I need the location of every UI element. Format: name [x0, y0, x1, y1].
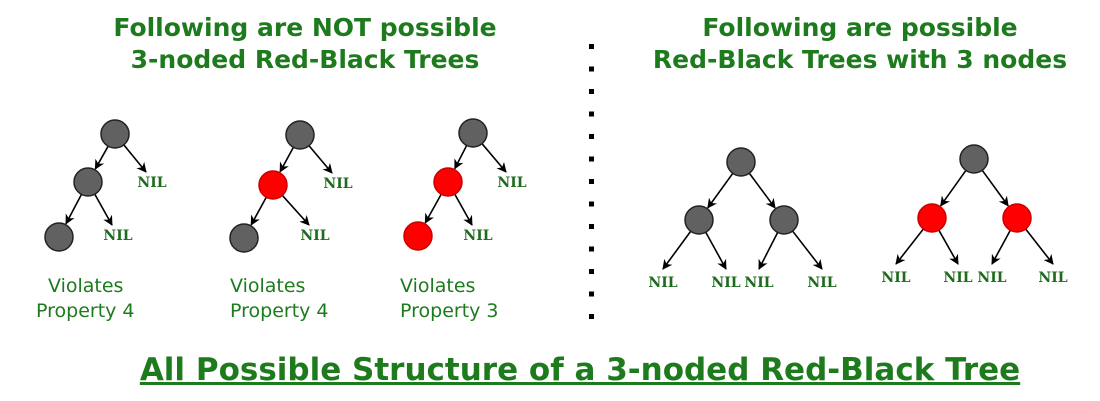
caption-line2: Property 3	[400, 300, 499, 322]
black-node	[684, 205, 714, 235]
black-node	[44, 222, 74, 252]
edge-arrow	[707, 172, 734, 209]
nil-leaf: NIL	[1038, 270, 1067, 286]
red-node	[917, 203, 947, 233]
black-node	[73, 167, 103, 197]
tree-1-caption: Violates Property 4	[36, 274, 135, 324]
invalid-trees-heading: Following are NOT possible 3-noded Red-B…	[60, 12, 550, 76]
edge-arrow	[279, 146, 295, 173]
nil-leaf: NIL	[463, 228, 492, 244]
separator-dot	[589, 179, 594, 184]
edge-arrow	[895, 228, 925, 265]
edge-arrow	[1024, 228, 1054, 265]
nil-leaf: NIL	[977, 270, 1006, 286]
red-node	[403, 221, 433, 251]
edge-arrow	[705, 231, 727, 270]
edge-arrow	[454, 145, 468, 170]
heading-line2: 3-noded Red-Black Trees	[130, 45, 480, 74]
edge-arrow	[123, 144, 147, 173]
nil-leaf: NIL	[323, 176, 352, 192]
edge-arrow	[940, 169, 967, 207]
black-node	[726, 147, 756, 177]
edge-arrow	[94, 193, 113, 226]
edge-arrow	[281, 194, 310, 226]
edge-arrow	[65, 194, 83, 225]
heading-line2: Red-Black Trees with 3 nodes	[652, 45, 1068, 74]
nil-leaf: NIL	[300, 228, 329, 244]
nil-leaf: NIL	[943, 270, 972, 286]
separator-dot	[589, 134, 594, 139]
tree-3-caption: Violates Property 3	[400, 274, 499, 324]
separator-dot	[589, 66, 594, 72]
bottom-title: All Possible Structure of a 3-noded Red-…	[139, 352, 1021, 388]
nil-leaf: NIL	[881, 270, 910, 286]
heading-line1: Following are possible	[702, 13, 1018, 42]
nil-leaf: NIL	[807, 275, 836, 291]
edge-arrow	[94, 145, 109, 170]
nil-leaf: NIL	[103, 228, 132, 244]
separator-dot	[589, 44, 594, 49]
red-node	[1002, 203, 1032, 233]
edge-arrow	[662, 230, 692, 270]
black-node	[229, 223, 259, 253]
edge-arrow	[454, 193, 473, 226]
edge-arrow	[748, 172, 776, 209]
black-node	[100, 119, 130, 149]
valid-trees-heading: Following are possible Red-Black Trees w…	[610, 12, 1100, 76]
edge-arrow	[981, 169, 1009, 207]
separator-dot	[589, 291, 594, 297]
nil-leaf: NIL	[744, 275, 773, 291]
edge-arrow	[991, 229, 1012, 265]
edge-arrow	[758, 232, 779, 270]
red-node	[433, 167, 463, 197]
heading-line1: Following are NOT possible	[113, 13, 497, 42]
nil-leaf: NIL	[497, 175, 526, 191]
separator-dot	[589, 224, 594, 229]
caption-line2: Property 4	[230, 300, 329, 322]
tree-2-caption: Violates Property 4	[230, 274, 329, 324]
separator-dot	[589, 269, 594, 274]
edge-arrow	[481, 143, 507, 173]
edge-arrow	[250, 196, 267, 226]
caption-line1: Violates	[230, 275, 306, 297]
edge-arrow	[308, 145, 333, 174]
separator-dot	[589, 314, 594, 319]
black-node	[458, 118, 488, 148]
edge-arrow	[424, 193, 442, 224]
edge-arrow	[791, 230, 823, 270]
caption-line1: Violates	[48, 275, 124, 297]
caption-line1: Violates	[400, 275, 476, 297]
black-node	[959, 144, 989, 174]
red-node	[258, 170, 288, 200]
nil-leaf: NIL	[137, 175, 166, 191]
black-node	[285, 120, 315, 150]
separator-dot	[589, 201, 594, 207]
nil-leaf: NIL	[711, 275, 740, 291]
separator-dot	[589, 156, 594, 162]
nil-leaf: NIL	[648, 275, 677, 291]
separator-dot	[589, 111, 594, 117]
caption-line2: Property 4	[36, 300, 135, 322]
separator-dot	[589, 246, 594, 252]
separator-dot	[589, 89, 594, 94]
edge-arrow	[938, 229, 959, 265]
black-node	[769, 205, 799, 235]
